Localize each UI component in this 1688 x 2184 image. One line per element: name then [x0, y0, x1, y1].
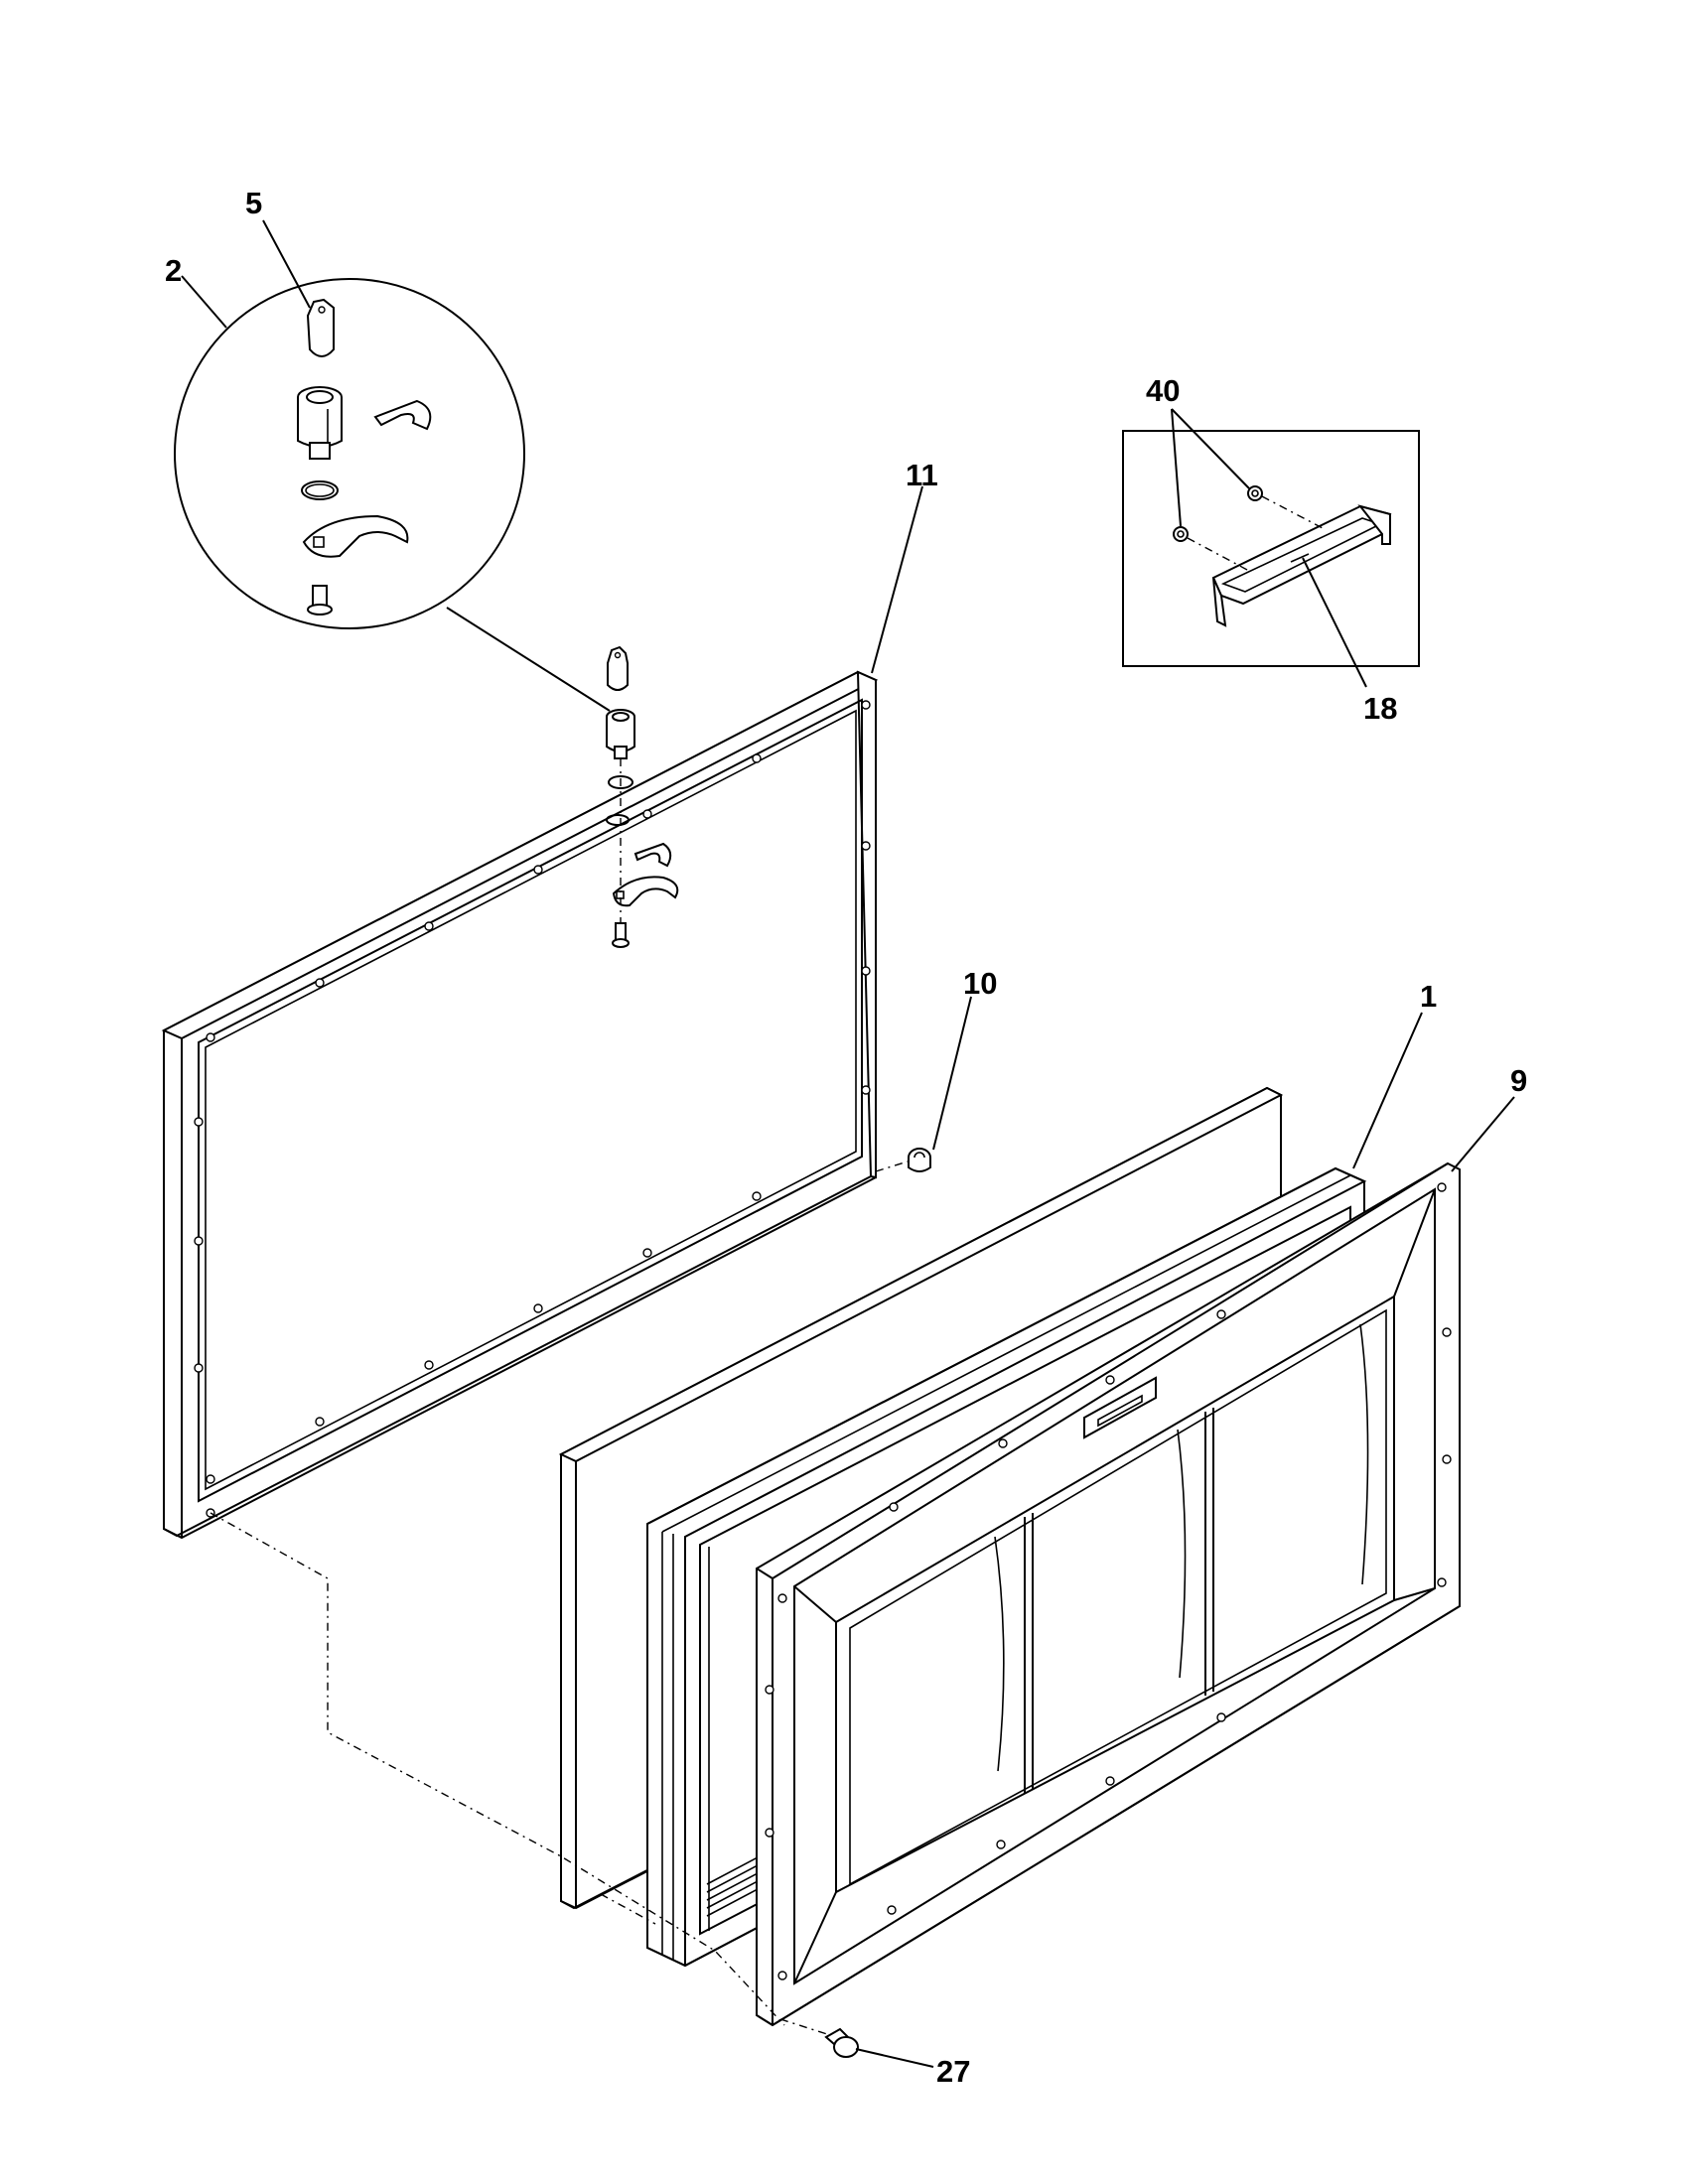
lid-frame-holes: [194, 700, 871, 1518]
callout-10: 10: [963, 966, 997, 1001]
callout-5: 5: [245, 186, 262, 220]
callout-leader-lines: [181, 219, 1515, 2068]
alignment-dashed-path: [210, 1512, 785, 2026]
outer-door-panel-9: [756, 1161, 1461, 2027]
callout-11: 11: [906, 458, 938, 492]
lock-detail-circle: [174, 278, 525, 629]
callout-18: 18: [1363, 691, 1397, 726]
bumper-10: [875, 1148, 931, 1172]
callout-40: 40: [1146, 373, 1180, 408]
screw-27: [779, 2018, 859, 2058]
callout-2: 2: [165, 253, 182, 288]
callout-1: 1: [1420, 979, 1437, 1014]
handle-detail-box: [1122, 430, 1420, 667]
lid-frame-11: [161, 670, 879, 1540]
detail-leader-line: [446, 607, 611, 712]
callout-27: 27: [936, 2054, 970, 2089]
callout-9: 9: [1510, 1063, 1527, 1098]
lock-assembly-installed: [606, 645, 679, 948]
door-holes: [765, 1182, 1452, 1980]
